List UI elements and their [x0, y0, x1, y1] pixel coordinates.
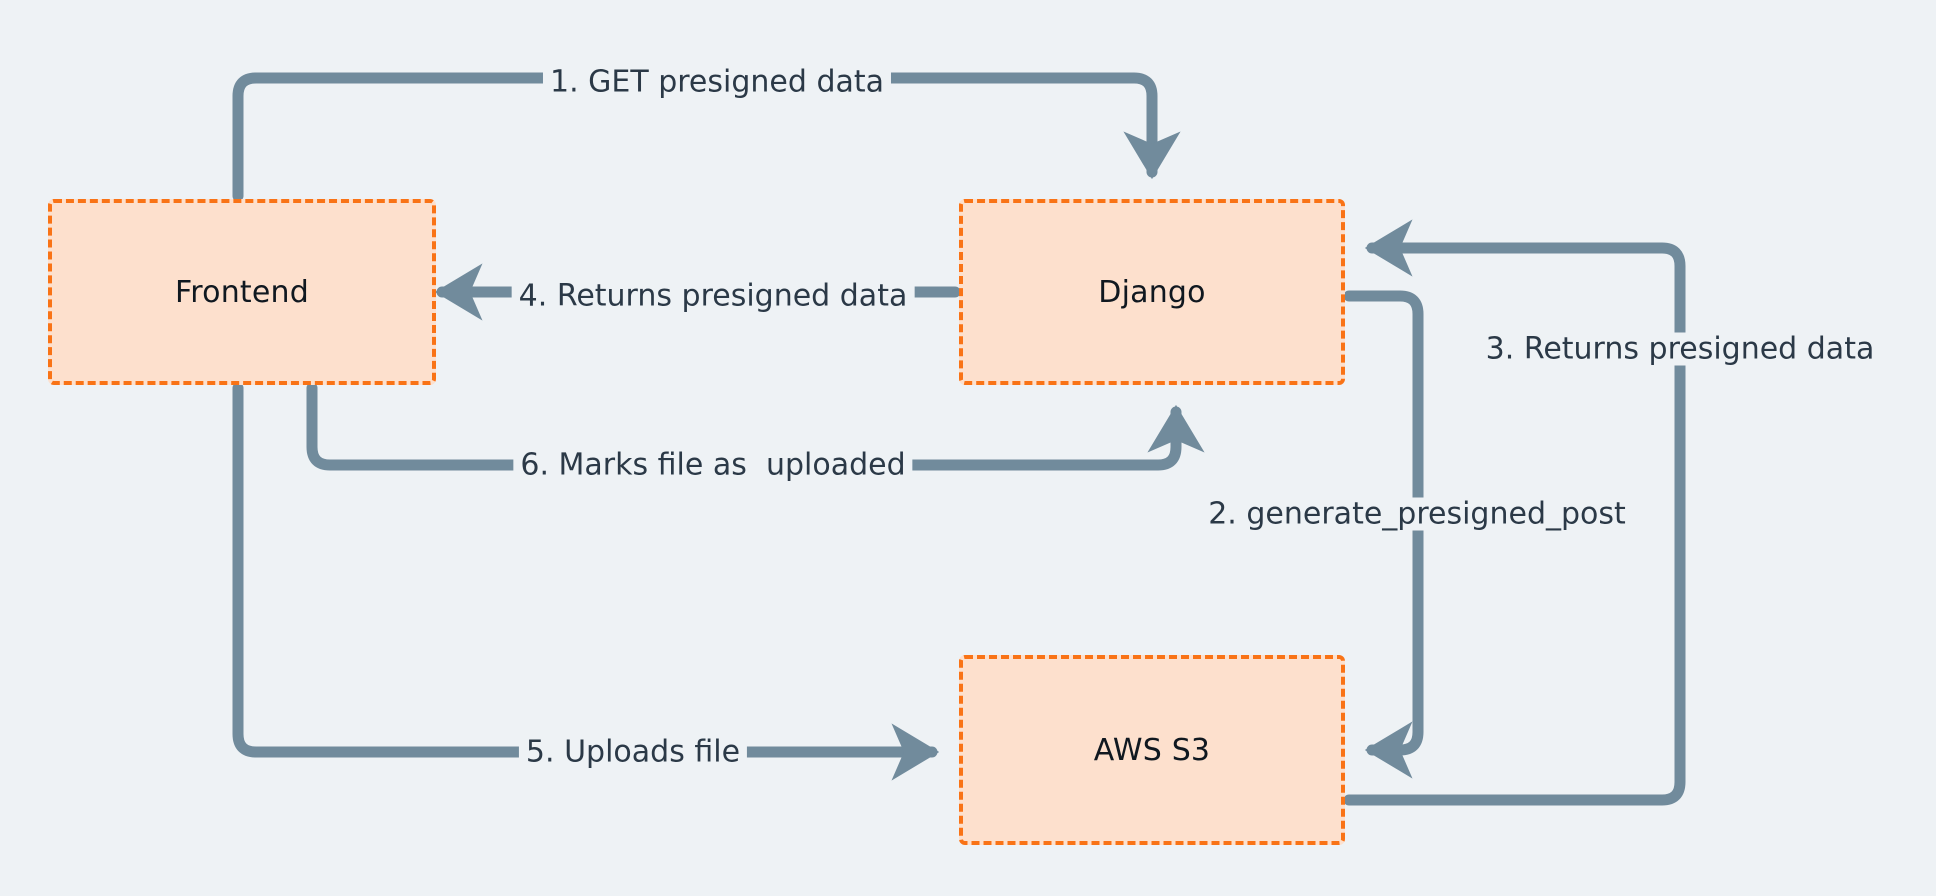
node-frontend[interactable]: Frontend [48, 199, 436, 385]
node-django[interactable]: Django [959, 199, 1345, 385]
node-aws-s3[interactable]: AWS S3 [959, 655, 1345, 845]
edge-label-6: 6. Marks file as uploaded [513, 448, 913, 482]
node-frontend-label: Frontend [175, 274, 309, 310]
edge-label-1: 1. GET presigned data [542, 65, 892, 99]
node-django-label: Django [1098, 274, 1206, 310]
edge-label-5: 5. Uploads file [518, 735, 748, 769]
node-aws-s3-label: AWS S3 [1093, 732, 1211, 768]
edge-label-4: 4. Returns presigned data [511, 279, 915, 313]
edge-path-3 [1343, 219, 1686, 806]
edge-label-2: 2. generate_presigned_post [1201, 497, 1633, 531]
edge-label-3: 3. Returns presigned data [1478, 332, 1882, 366]
edge-path-5 [232, 382, 940, 781]
